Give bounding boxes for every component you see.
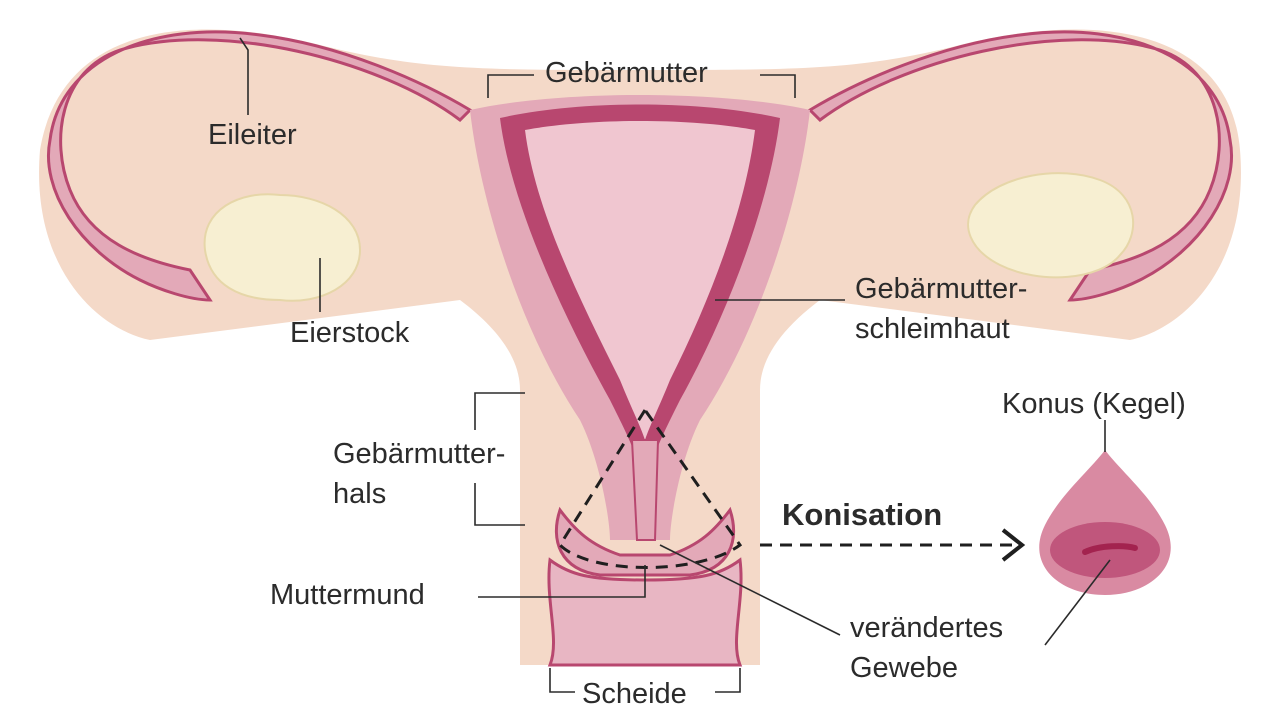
right-fallopian-tube bbox=[807, 30, 1233, 302]
leader-altered-tissue bbox=[659, 544, 841, 636]
konisation-arrow-head bbox=[1001, 528, 1026, 562]
label-fallopian-tube: Eileiter bbox=[208, 119, 297, 151]
label-cervix-1: Gebärmutter- bbox=[333, 438, 505, 470]
label-altered-tissue-2: Gewebe bbox=[850, 652, 958, 684]
left-fallopian-tube bbox=[47, 30, 473, 302]
vagina bbox=[547, 557, 743, 667]
label-endometrium-2: schleimhaut bbox=[855, 313, 1010, 345]
uterus-cavity bbox=[525, 121, 755, 440]
label-vagina: Scheide bbox=[582, 678, 687, 710]
right-ovary-icon bbox=[967, 172, 1134, 279]
altered-tissue-lesion bbox=[1082, 543, 1138, 555]
cone-base-ring bbox=[1050, 522, 1160, 578]
label-cone: Konus (Kegel) bbox=[1002, 388, 1186, 420]
cervical-canal bbox=[630, 439, 660, 541]
leader-cervix-bracket bbox=[474, 392, 525, 526]
label-konisation: Konisation bbox=[782, 497, 942, 532]
label-ovary: Eierstock bbox=[290, 317, 410, 349]
leader-cone-lesion bbox=[1044, 559, 1111, 646]
label-endometrium-1: Gebärmutter- bbox=[855, 273, 1027, 305]
leader-fallopian-tube bbox=[239, 37, 249, 115]
label-os: Muttermund bbox=[270, 579, 425, 611]
label-altered-tissue-1: verändertes bbox=[850, 612, 1003, 644]
label-uterus: Gebärmutter bbox=[545, 57, 708, 89]
leader-uterus-bracket bbox=[487, 74, 796, 98]
label-cervix-2: hals bbox=[333, 478, 386, 510]
cone-excision-outline bbox=[558, 407, 743, 569]
left-ovary-icon bbox=[203, 193, 362, 302]
leader-os bbox=[478, 565, 646, 598]
leader-scheide-bracket bbox=[549, 668, 741, 693]
